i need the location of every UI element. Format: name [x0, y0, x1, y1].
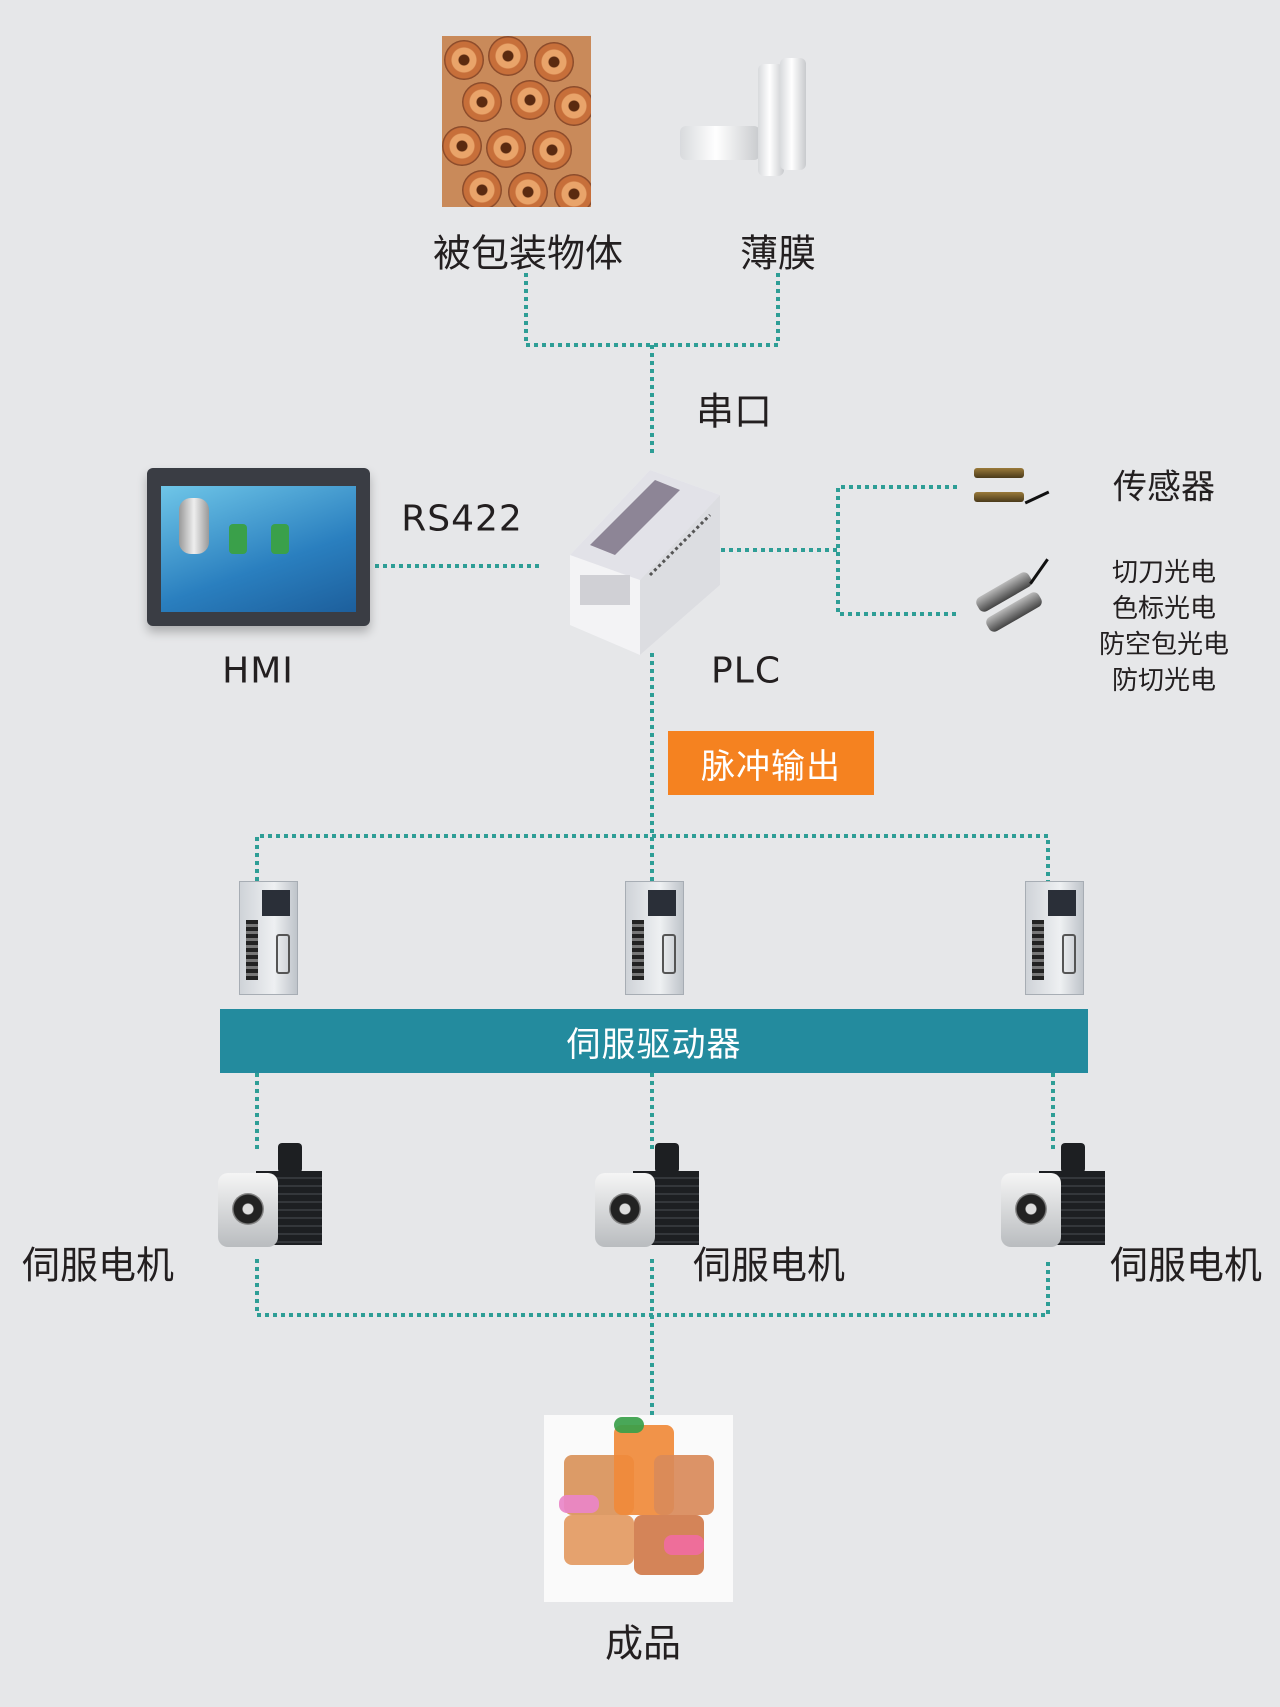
servo-motor-image: [218, 1143, 323, 1259]
sensor-title: 传感器: [1113, 467, 1215, 508]
servo-motor-label: 伺服电机: [1109, 1243, 1263, 1288]
finished-product-label: 成品: [604, 1621, 682, 1666]
servo-motor-image: [1001, 1143, 1106, 1259]
servo-motor-label: 伺服电机: [692, 1243, 846, 1288]
servo-driver-image: [625, 881, 684, 995]
cookies-image: [442, 36, 591, 207]
film-rolls-image: [680, 54, 818, 180]
photo-sensor-item: 防切光电: [1111, 666, 1217, 696]
servo-motor-image: [595, 1143, 700, 1259]
packaged-object-label: 被包装物体: [432, 231, 624, 276]
proximity-sensor-image: [968, 462, 1055, 512]
servo-motor-label: 伺服电机: [21, 1243, 175, 1288]
servo-driver-image: [1025, 881, 1084, 995]
hmi-screen: [161, 486, 356, 612]
photo-sensor-item: 防空包光电: [1098, 630, 1230, 660]
photo-sensor-list: 切刀光电 色标光电 防空包光电 防切光电: [1099, 555, 1229, 699]
input-connector: [524, 273, 780, 347]
serial-label: 串口: [695, 389, 773, 434]
photoelectric-sensor-image: [974, 558, 1061, 637]
driver-bus: [255, 834, 1050, 881]
plc-label: PLC: [711, 650, 781, 692]
pulse-output-badge: 脉冲输出: [668, 731, 874, 795]
hmi-image: [147, 468, 370, 626]
finished-product-image: [544, 1415, 733, 1602]
photo-sensor-item: 色标光电: [1111, 594, 1217, 624]
hmi-label: HMI: [222, 650, 294, 692]
sensor-branch: [836, 485, 957, 616]
rs422-label: RS422: [401, 498, 523, 540]
servo-driver-bar: 伺服驱动器: [220, 1009, 1088, 1073]
photo-sensor-item: 切刀光电: [1111, 558, 1217, 588]
film-label: 薄膜: [739, 231, 817, 276]
servo-driver-image: [239, 881, 298, 995]
plc-image: [570, 470, 720, 655]
